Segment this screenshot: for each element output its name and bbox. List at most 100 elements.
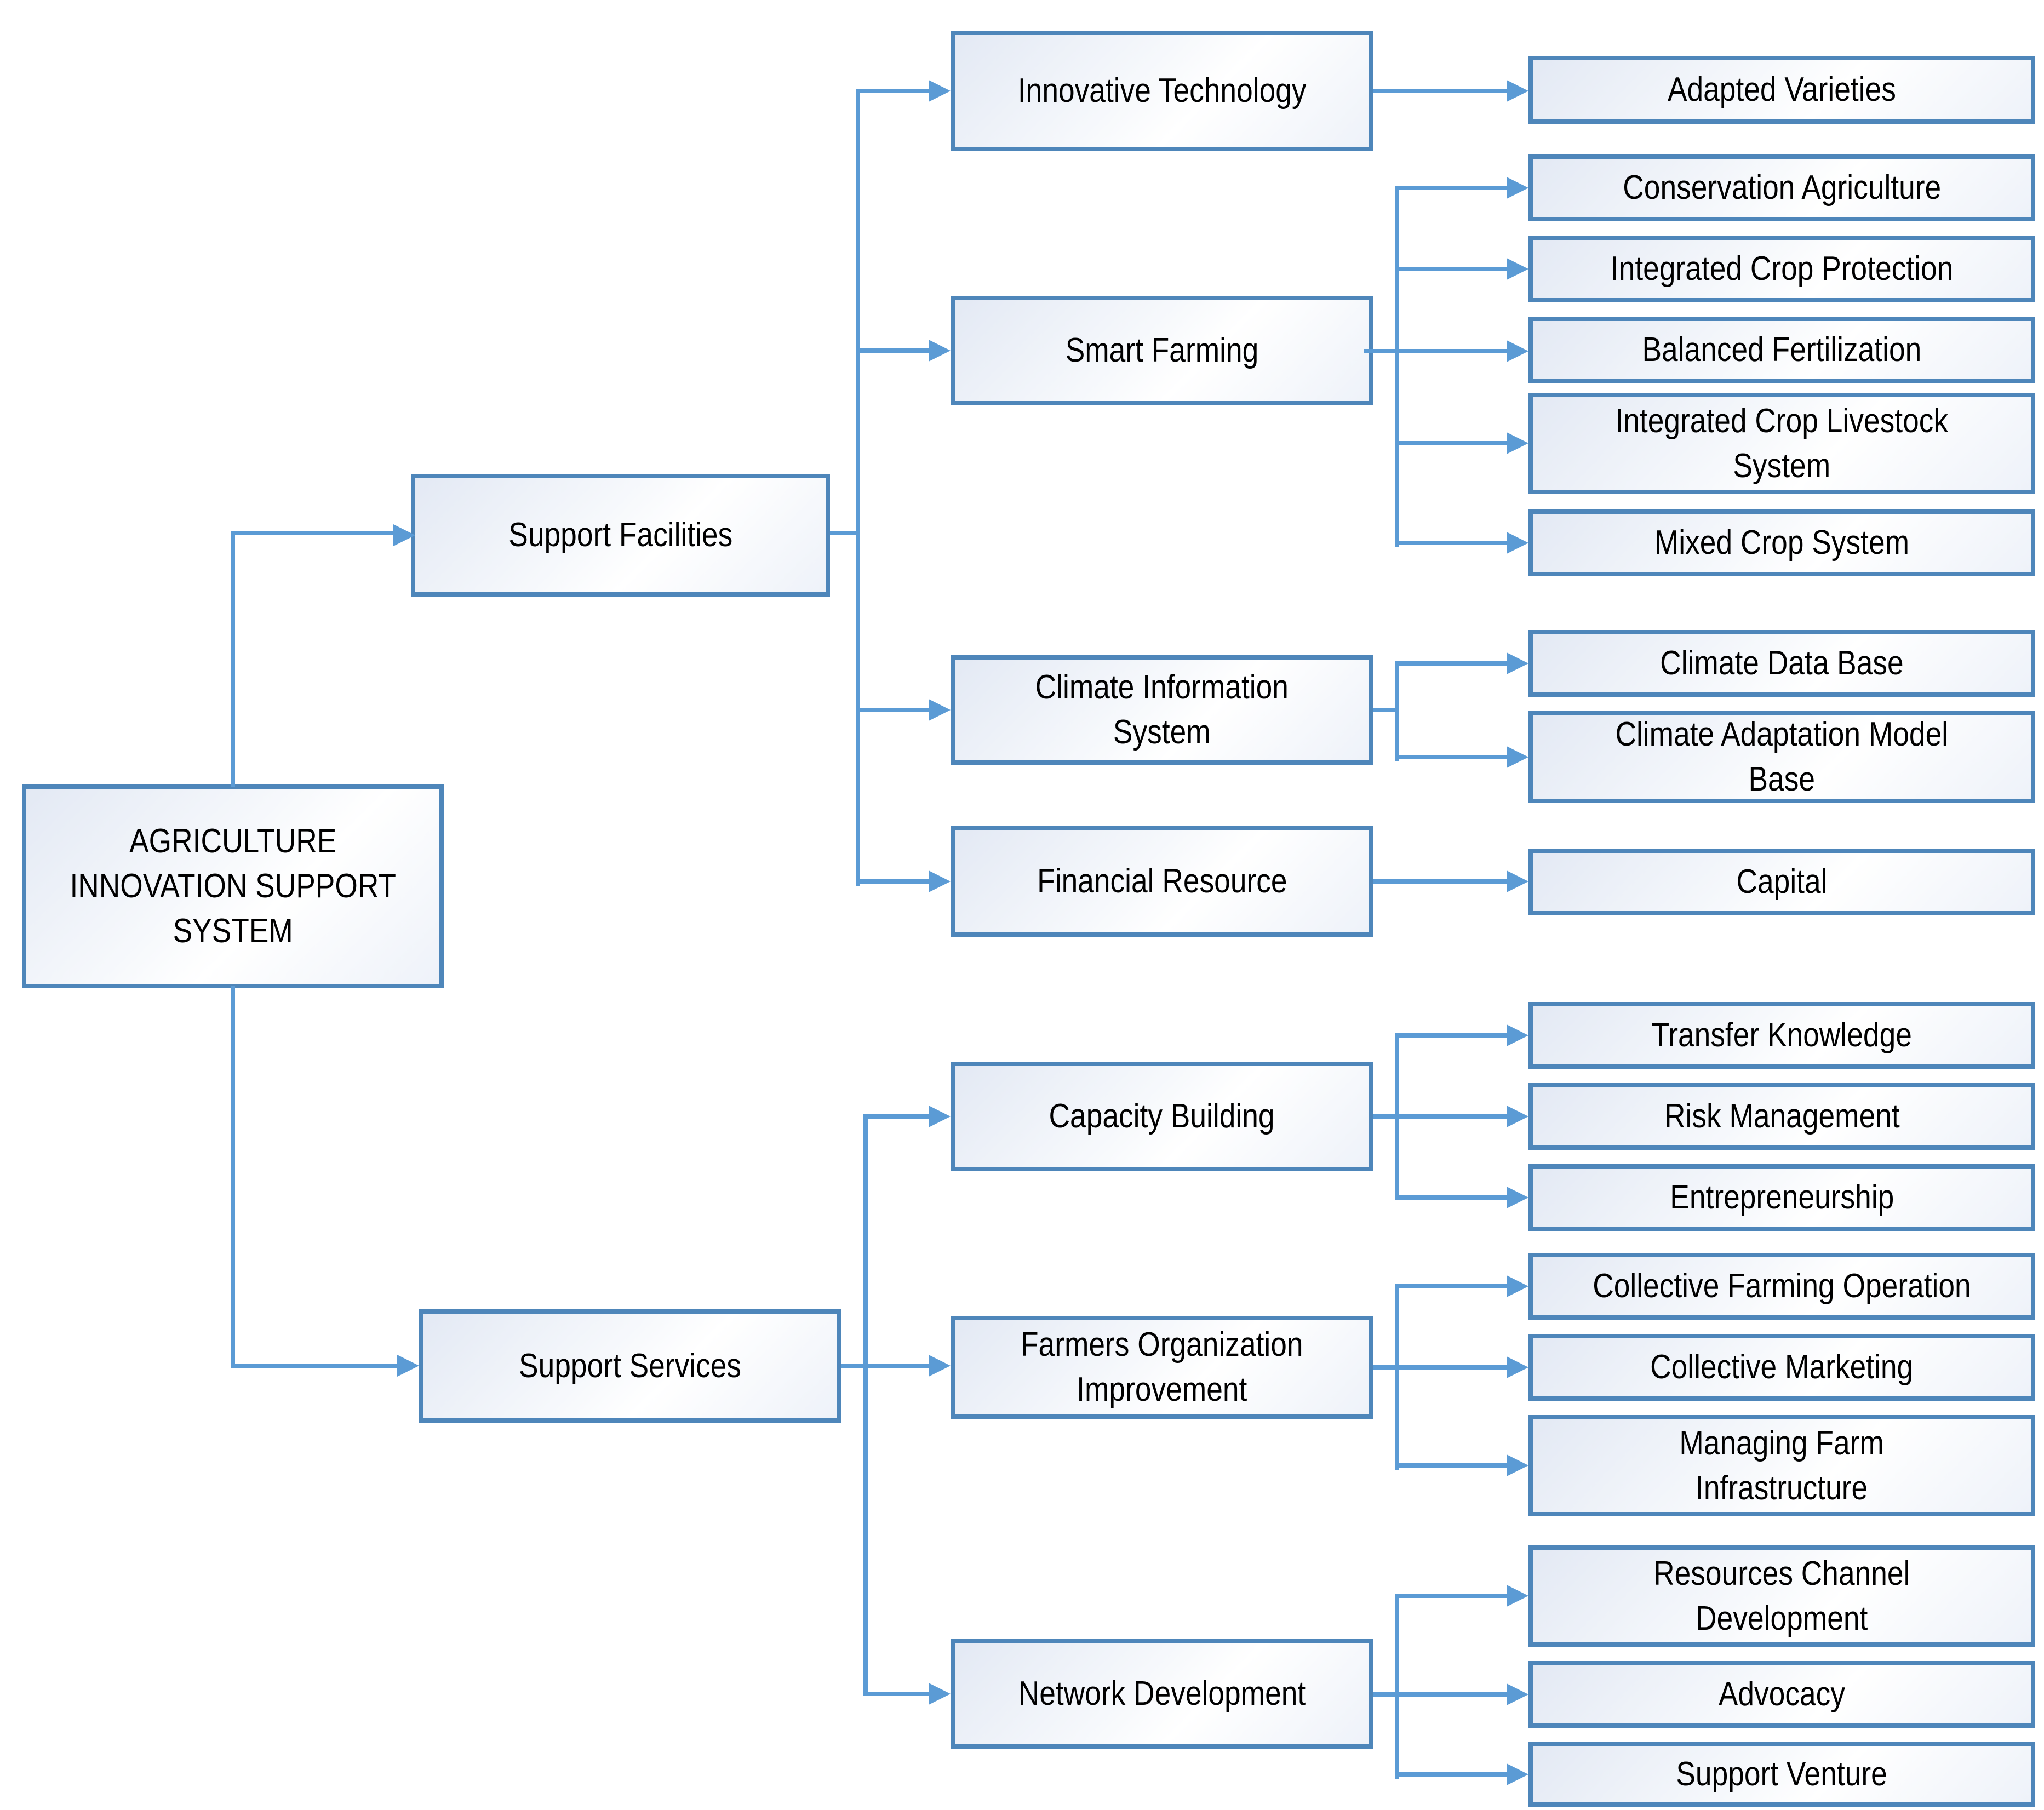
connector-smart-farming-bus	[1395, 186, 1399, 547]
node-climate-data-base: Climate Data Base	[1528, 630, 2035, 697]
node-label: Entrepreneurship	[1669, 1178, 1894, 1217]
node-label: Mixed Crop System	[1654, 524, 1910, 562]
node-label: Advocacy	[1718, 1675, 1846, 1714]
node-support-facilities: Support Facilities	[411, 474, 830, 597]
node-label: Risk Management	[1664, 1097, 1900, 1136]
connector-farmers-organization-bus	[1395, 1284, 1399, 1470]
connector-bus-to-managing-farm-infrastructure	[1395, 1463, 1507, 1468]
arrow-right-icon	[1507, 652, 1528, 674]
node-label: Adapted Varieties	[1668, 71, 1896, 109]
arrow-right-icon	[1507, 532, 1528, 554]
arrow-right-icon	[929, 1683, 951, 1705]
node-mixed-crop-system: Mixed Crop System	[1528, 509, 2035, 576]
node-support-venture: Support Venture	[1528, 1742, 2035, 1807]
node-integrated-crop-protection: Integrated Crop Protection	[1528, 236, 2035, 302]
arrow-right-icon	[1507, 1585, 1528, 1607]
node-label: Capital	[1736, 863, 1828, 901]
node-label: Innovative Technology	[1017, 72, 1307, 110]
arrow-right-icon	[1507, 177, 1528, 199]
node-label: Collective Marketing	[1650, 1348, 1914, 1387]
node-integrated-crop-livestock-system: Integrated Crop Livestock System	[1528, 393, 2035, 494]
arrow-right-icon	[393, 524, 415, 546]
node-financial-resource: Financial Resource	[951, 826, 1373, 937]
arrow-right-icon	[1507, 1763, 1528, 1785]
arrow-right-icon	[1507, 1275, 1528, 1297]
node-label: Transfer Knowledge	[1651, 1016, 1913, 1055]
arrow-right-icon	[1507, 1454, 1528, 1476]
arrow-right-icon	[1507, 1683, 1528, 1705]
node-collective-marketing: Collective Marketing	[1528, 1334, 2035, 1401]
connector-root-to-services-vertical	[231, 986, 235, 1368]
connector-bus-to-entrepreneurship	[1395, 1195, 1507, 1200]
arrow-right-icon	[929, 340, 951, 362]
connector-bus-to-integrated-crop-protection	[1395, 267, 1507, 271]
connector-bus-to-capacity-building	[863, 1114, 929, 1119]
node-label: Capacity Building	[1049, 1097, 1275, 1136]
connector-root-to-services-horizontal	[231, 1364, 397, 1368]
connector-bus-to-financial-resource	[856, 879, 929, 884]
arrow-right-icon	[1507, 80, 1528, 102]
node-entrepreneurship: Entrepreneurship	[1528, 1164, 2035, 1231]
connector-bus-to-climate-data-base	[1395, 661, 1507, 666]
arrow-right-icon	[1507, 870, 1528, 892]
node-transfer-knowledge: Transfer Knowledge	[1528, 1002, 2035, 1069]
node-label: Climate Data Base	[1660, 644, 1904, 683]
node-innovative-technology: Innovative Technology	[951, 31, 1373, 151]
arrow-right-icon	[929, 80, 951, 102]
node-resources-channel-development: Resources Channel Development	[1528, 1545, 2035, 1647]
connector-facilities-stub	[830, 531, 860, 535]
node-adapted-varieties: Adapted Varieties	[1528, 56, 2035, 124]
connector-capacity-building-to-risk-management	[1373, 1114, 1507, 1119]
node-label: Climate Information System	[1035, 668, 1289, 751]
connector-innovative-technology-to-adapted-varieties	[1373, 89, 1507, 93]
node-label: Resources Channel Development	[1653, 1554, 1910, 1637]
node-farmers-organization-improvement: Farmers Organization Improvement	[951, 1316, 1373, 1419]
arrow-right-icon	[929, 870, 951, 892]
connector-bus-to-resources-channel-development	[1395, 1594, 1507, 1598]
connector-network-development-to-advocacy	[1373, 1692, 1507, 1697]
node-conservation-agriculture: Conservation Agriculture	[1528, 154, 2035, 221]
arrow-right-icon	[929, 1355, 951, 1377]
arrow-right-icon	[1507, 1187, 1528, 1208]
node-support-services: Support Services	[419, 1309, 841, 1423]
connector-smart-farming-to-balanced-fertilization	[1364, 349, 1507, 353]
connector-bus-to-innovative-technology	[856, 89, 929, 93]
node-balanced-fertilization: Balanced Fertilization	[1528, 317, 2035, 383]
connector-financial-resource-to-capital	[1373, 879, 1507, 884]
node-agriculture-innovation-support-system: AGRICULTURE INNOVATION SUPPORT SYSTEM	[22, 784, 444, 988]
node-climate-adaptation-model-base: Climate Adaptation Model Base	[1528, 711, 2035, 803]
node-label: Balanced Fertilization	[1642, 331, 1922, 369]
connector-bus-to-climate-adaptation-model-base	[1395, 755, 1507, 759]
connector-bus-to-integrated-crop-livestock	[1395, 441, 1507, 445]
connector-network-development-bus	[1395, 1594, 1399, 1779]
node-label: Financial Resource	[1037, 862, 1287, 901]
node-network-development: Network Development	[951, 1639, 1373, 1749]
arrow-right-icon	[397, 1355, 419, 1377]
node-label: Conservation Agriculture	[1623, 169, 1941, 207]
node-label: AGRICULTURE INNOVATION SUPPORT SYSTEM	[70, 822, 396, 950]
connector-capacity-building-bus	[1395, 1033, 1399, 1200]
connector-bus-to-transfer-knowledge	[1395, 1033, 1507, 1038]
arrow-right-icon	[1507, 432, 1528, 454]
node-label: Network Development	[1018, 1675, 1306, 1713]
arrow-right-icon	[1507, 1356, 1528, 1378]
node-label: Smart Farming	[1065, 331, 1259, 370]
node-label: Support Services	[518, 1347, 742, 1385]
node-advocacy: Advocacy	[1528, 1661, 2035, 1728]
connector-services-bus	[863, 1114, 868, 1696]
node-label: Integrated Crop Livestock System	[1615, 402, 1949, 485]
arrow-right-icon	[1507, 258, 1528, 280]
arrow-right-icon	[1507, 340, 1528, 362]
node-label: Support Facilities	[508, 516, 732, 554]
node-label: Climate Adaptation Model Base	[1615, 715, 1949, 798]
node-label: Integrated Crop Protection	[1610, 250, 1954, 288]
connector-bus-to-conservation-agriculture	[1395, 186, 1507, 190]
connector-bus-to-network-development	[863, 1692, 929, 1696]
connector-climate-bus	[1395, 661, 1399, 761]
node-smart-farming: Smart Farming	[951, 296, 1373, 405]
node-capital: Capital	[1528, 849, 2035, 915]
connector-bus-to-support-venture	[1395, 1772, 1507, 1777]
node-label: Collective Farming Operation	[1593, 1267, 1971, 1305]
node-label: Farmers Organization Improvement	[1021, 1326, 1303, 1408]
